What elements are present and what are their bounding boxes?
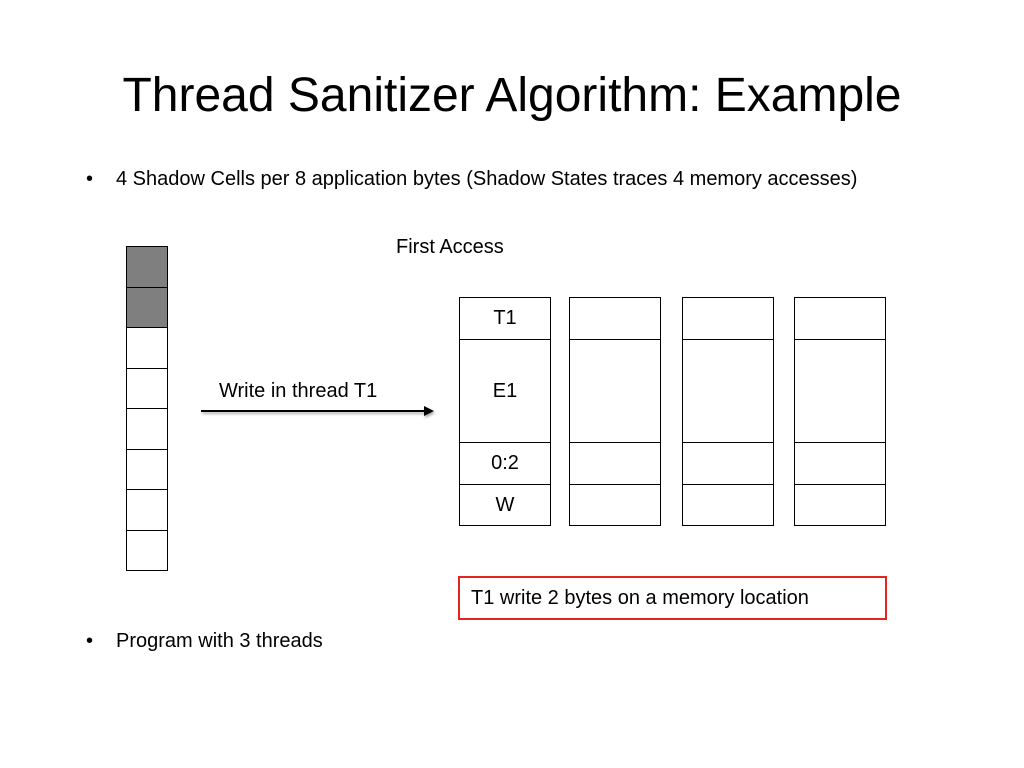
shadow-cell-thread-id: T1 [459,297,551,340]
shadow-cell-thread-id [682,297,774,340]
shadow-cell-4 [794,297,886,526]
application-byte [126,367,168,409]
bullet-threads: • Program with 3 threads [86,628,323,654]
shadow-cell-write-flag [569,484,661,526]
application-byte [126,448,168,490]
application-byte [126,489,168,531]
bullet-shadow-cells: • 4 Shadow Cells per 8 application bytes … [86,166,857,192]
application-byte [126,286,168,328]
write-in-thread-label: Write in thread T1 [219,380,378,402]
write-arrow-icon [201,406,434,416]
bullet-text: Program with 3 threads [116,630,323,652]
shadow-cell-epoch [794,339,886,443]
shadow-cell-position [682,442,774,485]
shadow-cell-write-flag [794,484,886,526]
shadow-cell-position [794,442,886,485]
first-access-label: First Access [396,236,504,258]
write-callout-box: T1 write 2 bytes on a memory location [458,576,887,620]
application-byte [126,327,168,369]
shadow-cell-epoch: E1 [459,339,551,443]
application-byte [126,529,168,571]
shadow-cell-position [569,442,661,485]
shadow-cell-epoch [682,339,774,443]
shadow-cell-position: 0:2 [459,442,551,485]
shadow-cell-thread-id [569,297,661,340]
bullet-dot-icon: • [86,168,94,190]
bullet-dot-icon: • [86,630,94,652]
shadow-cell-3 [682,297,774,526]
application-bytes-column [126,246,168,571]
shadow-cell-thread-id [794,297,886,340]
slide-title: Thread Sanitizer Algorithm: Example [122,69,902,122]
application-byte [126,246,168,288]
shadow-cell-2 [569,297,661,526]
shadow-cell-1: T1 E1 0:2 W [459,297,551,526]
shadow-cell-epoch [569,339,661,443]
application-byte [126,408,168,450]
shadow-cell-write-flag: W [459,484,551,526]
shadow-cell-write-flag [682,484,774,526]
bullet-text: 4 Shadow Cells per 8 application bytes (… [116,168,858,190]
